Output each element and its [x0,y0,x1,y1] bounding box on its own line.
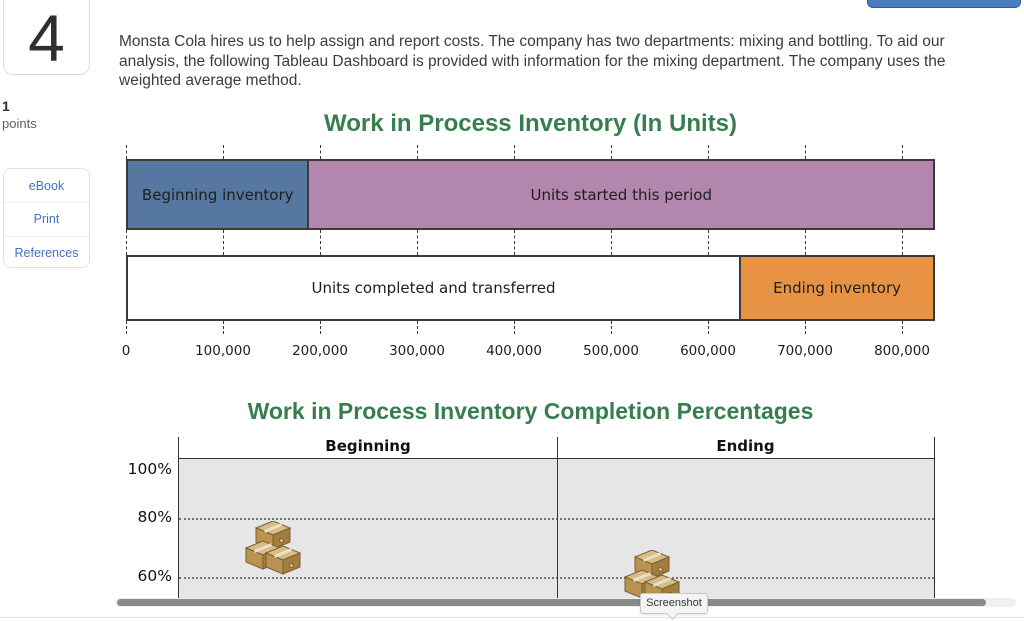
bar-row-total-units-accounted-for: Units completed and transferred Ending in… [126,255,936,321]
references-link[interactable]: References [4,235,89,267]
screenshot-tooltip-label: Screenshot [646,597,702,609]
x-gridline [514,145,515,159]
x-tick-label: 600,000 [680,343,736,359]
column-header-beginning: Beginning [325,437,411,455]
x-gridline [708,321,709,334]
x-gridline [126,145,127,159]
x-gridline [805,230,806,255]
plot-right-border [934,437,935,598]
x-gridline [805,145,806,159]
plot-left-border [178,437,179,598]
x-gridline [417,230,418,255]
x-gridline [708,230,709,255]
x-gridline [708,145,709,159]
inventory-crate-icon [244,519,302,580]
x-gridline [320,321,321,334]
inventory-crate-icon [623,549,680,598]
primary-action-button[interactable] [867,0,1021,8]
print-link[interactable]: Print [4,202,89,235]
x-gridline [417,145,418,159]
screenshot-tooltip: Screenshot [640,593,708,620]
x-gridline [902,321,903,334]
bar-segment-label: Units started this period [530,185,713,204]
x-gridline [902,145,903,159]
y-gridline [179,518,934,520]
x-gridline [417,321,418,334]
plot-top-border [178,458,935,459]
units-chart-title: Work in Process Inventory (In Units) [324,110,737,137]
completion-chart-title: Work in Process Inventory Completion Per… [247,398,814,424]
x-gridline [611,321,612,334]
column-header-ending: Ending [716,437,775,455]
horizontal-scrollbar-track [115,598,1016,607]
x-gridline [320,145,321,159]
x-tick-label: 100,000 [195,343,251,359]
x-tick-label: 800,000 [874,343,930,359]
x-gridline [223,321,224,334]
bar-segment-label: Beginning inventory [141,185,294,204]
y-tick-label: 60% [137,567,172,585]
bar-segment-label: Ending inventory [773,279,902,297]
x-tick-label: 700,000 [777,343,833,359]
x-gridline [126,230,127,255]
question-number-card: 4 [3,0,90,75]
y-tick-label: 80% [137,508,172,526]
y-gridline [179,577,934,579]
question-prompt: Monsta Cola hires us to help assign and … [119,33,946,89]
y-tick-label: 100% [127,460,172,478]
x-gridline [514,321,515,334]
column-divider [557,437,558,598]
horizontal-scrollbar-thumb[interactable] [117,599,986,606]
x-tick-label: 400,000 [486,343,542,359]
x-tick-label: 200,000 [292,343,348,359]
bar-row-total-units-to-account-for: Beginning inventory Units started this pe… [126,159,936,230]
x-gridline [902,230,903,255]
section-divider [0,617,1024,618]
bar-segment: Units completed and transferred [128,257,740,319]
points-value: 1 [2,98,10,114]
x-gridline [514,230,515,255]
x-gridline [611,230,612,255]
x-gridline [611,145,612,159]
bar-segment: Units started this period [307,161,934,228]
ebook-link[interactable]: eBook [28,178,65,193]
x-gridline [223,230,224,255]
bar-segment: Ending inventory [739,257,934,319]
x-gridline [223,145,224,159]
x-tick-label: 300,000 [389,343,445,359]
points-label: points [2,116,37,131]
x-gridline [126,321,127,334]
x-tick-label: 500,000 [583,343,639,359]
bar-segment: Beginning inventory [128,161,308,228]
x-tick-label: 0 [121,343,131,359]
x-gridline [320,230,321,255]
bar-segment-label: Units completed and transferred [311,279,556,297]
resources-panel: eBook Print References [3,168,90,268]
x-gridline [805,321,806,334]
completion-plot-area [179,459,934,598]
question-number: 4 [28,1,65,75]
